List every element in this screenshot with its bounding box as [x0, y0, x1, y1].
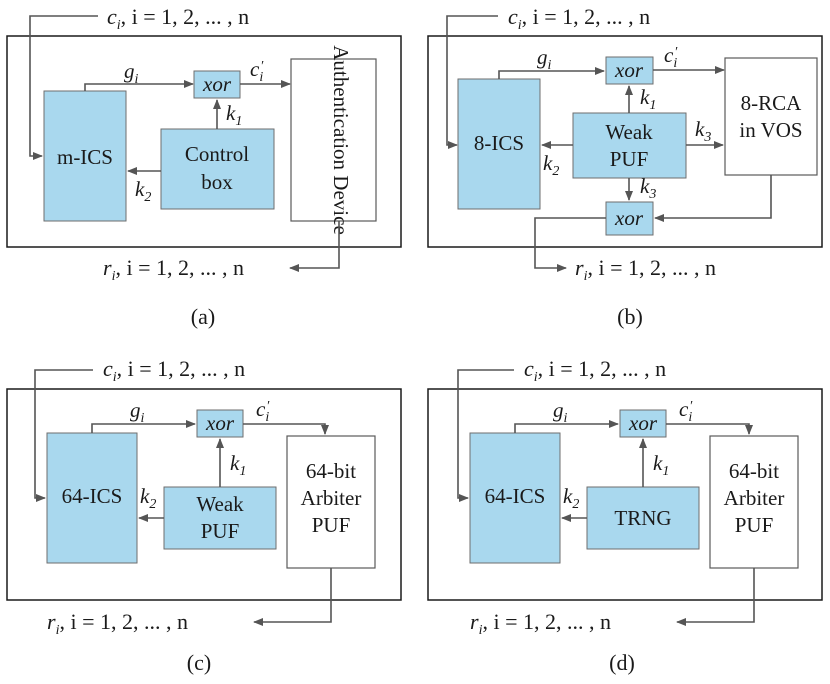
panel-b-xor-top-label: xor	[614, 58, 644, 82]
panel-d-g-line	[514, 420, 619, 433]
panel-d-arbiter-block	[709, 435, 799, 569]
panel-c-cprime-line	[243, 423, 329, 435]
panel-c-response-label: ri, i = 1, 2, ... , n	[47, 609, 188, 638]
panel-a-caption: (a)	[191, 304, 215, 329]
panel-c-frame	[6, 388, 402, 601]
panel-d-arbiter-label-1: 64-bit	[729, 459, 779, 483]
panel-b-rca-block	[724, 57, 818, 176]
panel-b-puf-label-1: Weak	[605, 120, 653, 144]
panel-a-ics-label: m-ICS	[57, 145, 113, 169]
panel-b-g-label: gi	[537, 45, 552, 73]
panel-b-xor-bottom-block	[605, 201, 654, 236]
panel-d-arbiter-label-3: PUF	[735, 513, 774, 537]
panel-b-challenge-label: ci, i = 1, 2, ... , n	[508, 4, 650, 33]
panel-b-k3-down-label: k3	[640, 174, 656, 202]
panel-a-xor-label: xor	[202, 72, 232, 96]
panel-c-puf-label-2: PUF	[201, 519, 240, 543]
panel-c-cprime-label: ci′	[256, 397, 270, 425]
panel-d-cprime-label: ci′	[679, 397, 693, 425]
panel-c-response-line	[253, 568, 332, 626]
panel-c-challenge-label: ci, i = 1, 2, ... , n	[103, 356, 245, 385]
panel-d-xor-block	[619, 409, 667, 438]
panel-d-k2-label: k2	[563, 484, 579, 512]
panel-c-challenge-line	[34, 369, 93, 502]
panel-d-k1-label: k1	[653, 451, 669, 479]
panel-a-g-line	[84, 80, 194, 91]
panel-a-control-block	[160, 128, 275, 210]
panel-b-k3-right-label: k3	[695, 117, 711, 145]
panel-d: ci, i = 1, 2, ... , n 64-ICS gi xor ci′ …	[427, 356, 823, 675]
panel-d-frame	[427, 388, 823, 601]
panel-a-response-label: ri, i = 1, 2, ... , n	[103, 255, 244, 284]
panel-c-arbiter-label-1: 64-bit	[306, 459, 356, 483]
panel-c-g-line	[91, 420, 196, 433]
panel-a-g-label: gi	[124, 59, 139, 87]
panel-d-cprime-line	[666, 423, 753, 435]
panel-d-g-label: gi	[553, 398, 568, 426]
panel-d-arbiter-label-2: Arbiter	[724, 486, 785, 510]
panel-a-frame	[6, 35, 402, 248]
panel-a-auth-device-label: Authentication Device	[329, 45, 353, 235]
panel-c: ci, i = 1, 2, ... , n 64-ICS gi xor ci′ …	[6, 356, 402, 675]
panel-d-caption: (d)	[609, 650, 635, 675]
panel-c-ics-block	[46, 432, 138, 564]
panel-b-response-line	[534, 217, 606, 272]
panel-d-response-line	[676, 568, 755, 626]
panel-d-response-label: ri, i = 1, 2, ... , n	[470, 609, 611, 638]
panel-a: ci, i = 1, 2, ... , n m-ICS gi xor ci′ C…	[6, 4, 402, 329]
panel-c-puf-block	[163, 486, 277, 550]
panel-b: ci, i = 1, 2, ... , n 8-ICS gi xor ci′ W…	[427, 4, 823, 329]
panel-a-cprime-label: ci′	[250, 57, 264, 85]
panel-b-challenge-line	[446, 15, 498, 149]
panel-a-challenge-line	[29, 15, 98, 160]
panel-b-k2-label: k2	[543, 151, 559, 179]
panel-a-control-label-1: Control	[185, 142, 249, 166]
panel-a-response-line	[289, 221, 340, 272]
panel-b-rca-output-line	[654, 175, 772, 222]
panel-c-arbiter-label-3: PUF	[312, 513, 351, 537]
panel-b-response-label: ri, i = 1, 2, ... , n	[575, 255, 716, 284]
panel-d-challenge-label: ci, i = 1, 2, ... , n	[524, 356, 666, 385]
panel-b-xor-top-block	[605, 56, 654, 85]
panel-d-challenge-line	[457, 369, 514, 502]
panel-d-trng-label: TRNG	[614, 506, 671, 530]
panel-c-arbiter-label-2: Arbiter	[301, 486, 362, 510]
panel-b-puf-block	[572, 112, 687, 179]
panel-b-k1-label: k1	[640, 85, 656, 113]
panel-c-ics-label: 64-ICS	[62, 484, 123, 508]
panel-c-puf-label-1: Weak	[196, 492, 244, 516]
panel-b-ics-block	[457, 78, 541, 210]
panel-a-ics-block	[43, 90, 127, 222]
panel-c-xor-block	[196, 409, 244, 438]
panel-d-xor-label: xor	[628, 411, 658, 435]
panel-c-g-label: gi	[130, 398, 145, 426]
panel-a-control-label-2: box	[201, 170, 233, 194]
panel-b-ics-label: 8-ICS	[474, 131, 524, 155]
panel-c-caption: (c)	[187, 650, 211, 675]
panel-b-cprime-label: ci′	[664, 43, 678, 71]
panel-c-k2-label: k2	[140, 484, 156, 512]
panel-b-caption: (b)	[617, 304, 643, 329]
panel-d-ics-label: 64-ICS	[485, 484, 546, 508]
panel-a-auth-device-block	[290, 58, 377, 222]
panel-c-k1-label: k1	[230, 451, 246, 479]
panel-c-xor-label: xor	[205, 411, 235, 435]
panel-a-challenge-label: ci, i = 1, 2, ... , n	[107, 4, 249, 33]
panel-b-xor-bottom-label: xor	[614, 206, 644, 230]
panel-a-k1-label: k1	[226, 101, 242, 129]
panel-b-rca-label-1: 8-RCA	[741, 91, 803, 115]
panel-a-k2-label: k2	[135, 177, 151, 205]
panel-b-rca-label-2: in VOS	[739, 118, 802, 142]
panel-b-frame	[427, 35, 823, 248]
panel-b-g-line	[498, 67, 605, 79]
panel-b-puf-label-2: PUF	[610, 147, 649, 171]
